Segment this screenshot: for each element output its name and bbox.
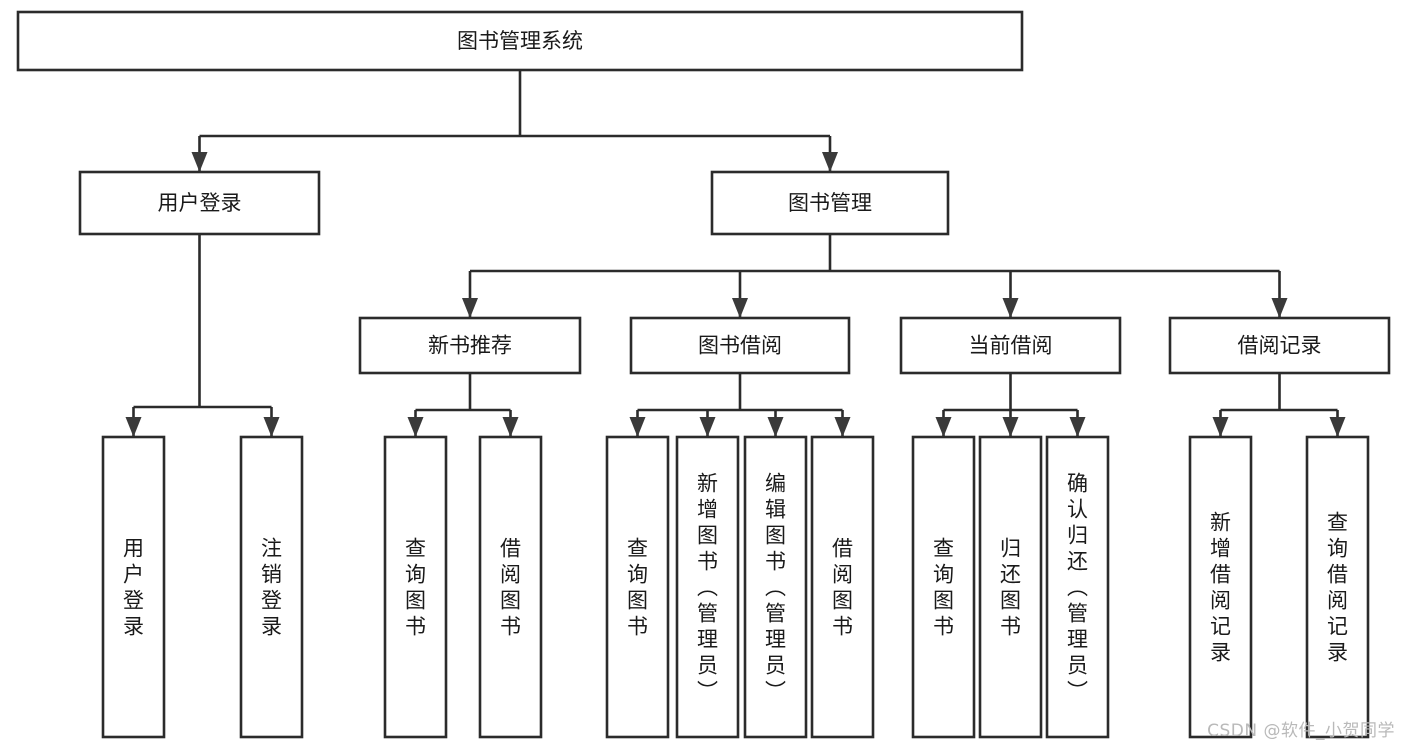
node-leaf-add-borrow-record[interactable]: 新增借阅记录 [1188, 435, 1253, 739]
arrowhead-leaf-user-login [125, 417, 142, 437]
node-box-borrow-record [1168, 316, 1391, 375]
node-box-leaf-user-login [101, 435, 166, 739]
node-box-book-manage [710, 170, 950, 236]
arrowhead-leaf-add-book [699, 417, 716, 437]
node-label-leaf-user-logout: 注销登录 [261, 536, 282, 638]
arrowhead-leaf-query-book-recommend [407, 417, 424, 437]
node-leaf-borrow-book-recommend[interactable]: 借阅图书 [478, 435, 543, 739]
node-label-root: 图书管理系统 [457, 29, 583, 53]
node-label-leaf-query-borrow-record: 查询借阅记录 [1327, 510, 1348, 664]
node-label-new-book-recommend: 新书推荐 [428, 334, 512, 358]
node-leaf-query-book-recommend[interactable]: 查询图书 [383, 435, 448, 739]
node-box-leaf-return-book [978, 435, 1043, 739]
node-box-book-borrow [629, 316, 851, 375]
node-leaf-query-book-current[interactable]: 查询图书 [911, 435, 976, 739]
node-box-leaf-borrow-book [810, 435, 875, 739]
arrowhead-leaf-add-borrow-record [1212, 417, 1229, 437]
node-leaf-user-logout[interactable]: 注销登录 [239, 435, 304, 739]
node-box-root [16, 10, 1024, 72]
arrowhead-leaf-edit-book [767, 417, 784, 437]
node-leaf-borrow-book[interactable]: 借阅图书 [810, 435, 875, 739]
node-label-leaf-add-borrow-record: 新增借阅记录 [1210, 510, 1231, 664]
arrowhead-leaf-user-logout [263, 417, 280, 437]
node-box-leaf-query-borrow-record [1305, 435, 1370, 739]
node-layer: 图书管理系统用户登录图书管理新书推荐图书借阅当前借阅借阅记录用户登录注销登录查询… [16, 10, 1391, 739]
node-label-borrow-record: 借阅记录 [1238, 334, 1322, 358]
arrowhead-leaf-confirm-return [1069, 417, 1086, 437]
node-label-leaf-borrow-book-recommend: 借阅图书 [500, 536, 521, 638]
arrowhead-user-login [191, 152, 208, 172]
node-box-leaf-query-book-recommend [383, 435, 448, 739]
arrowhead-leaf-return-book [1002, 417, 1019, 437]
node-user-login[interactable]: 用户登录 [78, 170, 321, 236]
arrowhead-leaf-query-book-borrow [629, 417, 646, 437]
arrowhead-leaf-query-book-current [935, 417, 952, 437]
node-new-book-recommend[interactable]: 新书推荐 [358, 316, 582, 375]
node-label-leaf-edit-book: 编辑图书︵管理员︶ [765, 471, 786, 703]
connector-layer [125, 70, 1346, 437]
arrowhead-leaf-borrow-book-recommend [502, 417, 519, 437]
node-label-leaf-user-login: 用户登录 [123, 536, 144, 638]
node-label-book-borrow: 图书借阅 [698, 334, 782, 358]
arrowhead-leaf-query-borrow-record [1329, 417, 1346, 437]
node-box-leaf-confirm-return [1045, 435, 1110, 739]
node-leaf-user-login[interactable]: 用户登录 [101, 435, 166, 739]
node-box-leaf-add-book [675, 435, 740, 739]
node-label-leaf-borrow-book: 借阅图书 [832, 536, 853, 638]
node-label-leaf-query-book-recommend: 查询图书 [405, 536, 426, 638]
node-label-current-borrow: 当前借阅 [969, 334, 1053, 358]
node-leaf-edit-book[interactable]: 编辑图书︵管理员︶ [743, 435, 808, 739]
node-borrow-record[interactable]: 借阅记录 [1168, 316, 1391, 375]
node-box-leaf-query-book-borrow [605, 435, 670, 739]
node-label-user-login: 用户登录 [158, 191, 242, 215]
node-current-borrow[interactable]: 当前借阅 [899, 316, 1122, 375]
node-box-leaf-add-borrow-record [1188, 435, 1253, 739]
csdn-watermark: CSDN @软件_小贺同学 [1207, 721, 1395, 741]
node-leaf-confirm-return[interactable]: 确认归还︵管理员︶ [1045, 435, 1110, 739]
arrowhead-new-book-recommend [462, 298, 478, 318]
node-leaf-query-book-borrow[interactable]: 查询图书 [605, 435, 670, 739]
arrowhead-current-borrow [1002, 298, 1019, 318]
node-label-book-manage: 图书管理 [788, 191, 872, 215]
node-label-leaf-confirm-return: 确认归还︵管理员︶ [1067, 471, 1088, 703]
node-root[interactable]: 图书管理系统 [16, 10, 1024, 72]
arrowhead-book-borrow [732, 298, 748, 318]
node-book-manage[interactable]: 图书管理 [710, 170, 950, 236]
node-box-leaf-query-book-current [911, 435, 976, 739]
node-box-leaf-borrow-book-recommend [478, 435, 543, 739]
node-leaf-query-borrow-record[interactable]: 查询借阅记录 [1305, 435, 1370, 739]
node-leaf-return-book[interactable]: 归还图书 [978, 435, 1043, 739]
node-label-leaf-add-book: 新增图书︵管理员︶ [697, 471, 718, 703]
node-book-borrow[interactable]: 图书借阅 [629, 316, 851, 375]
node-label-leaf-query-book-borrow: 查询图书 [627, 536, 648, 638]
arrowhead-leaf-borrow-book [834, 417, 851, 437]
node-box-current-borrow [899, 316, 1122, 375]
node-label-leaf-query-book-current: 查询图书 [933, 536, 954, 638]
node-box-new-book-recommend [358, 316, 582, 375]
node-label-leaf-return-book: 归还图书 [1000, 536, 1021, 638]
node-leaf-add-book[interactable]: 新增图书︵管理员︶ [675, 435, 740, 739]
node-box-leaf-edit-book [743, 435, 808, 739]
arrowhead-borrow-record [1271, 298, 1288, 318]
node-box-leaf-user-logout [239, 435, 304, 739]
node-box-user-login [78, 170, 321, 236]
arrowhead-book-manage [822, 152, 838, 172]
